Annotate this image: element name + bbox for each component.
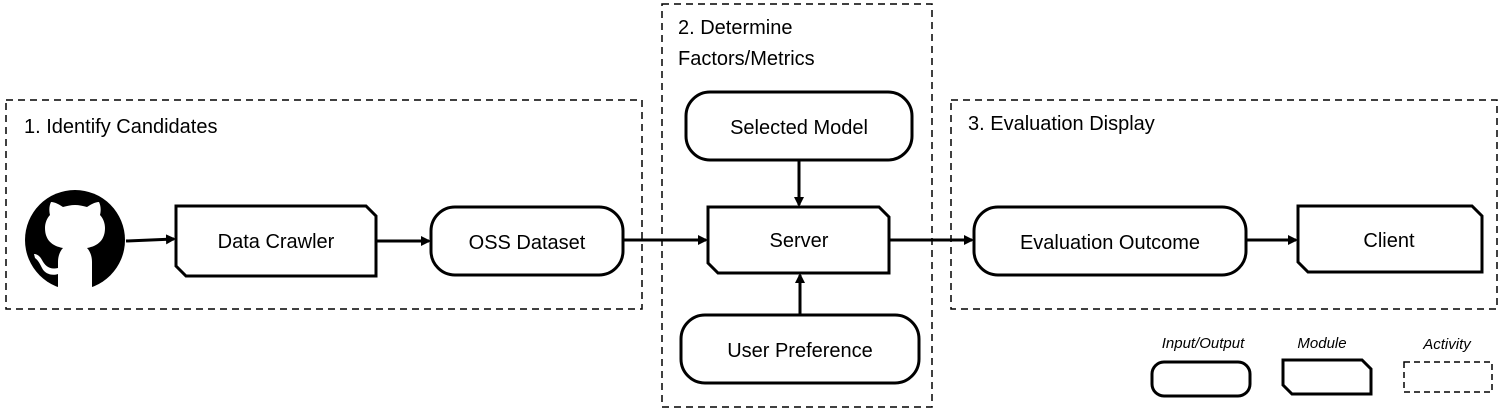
github-icon bbox=[25, 190, 125, 290]
legend: Input/Output Module Activity bbox=[1150, 335, 1493, 398]
activity-evaluation-display bbox=[950, 99, 1498, 310]
client-label: Client bbox=[1363, 230, 1415, 252]
module-client bbox=[1296, 204, 1484, 274]
legend-input-output-label: Input/Output bbox=[1162, 335, 1245, 352]
module-data-crawler bbox=[174, 204, 378, 278]
activity-determine-factors bbox=[661, 3, 933, 408]
module-server bbox=[706, 205, 891, 275]
legend-activity-shape bbox=[1403, 361, 1493, 393]
activity-determine-title-line1: 2. Determine bbox=[678, 17, 793, 39]
oss-dataset-label: OSS Dataset bbox=[469, 232, 586, 254]
legend-module-label: Module bbox=[1297, 335, 1346, 352]
activity-identify-title: 1. Identify Candidates bbox=[24, 116, 217, 138]
legend-module-shape bbox=[1281, 358, 1373, 396]
data-crawler-label: Data Crawler bbox=[218, 231, 335, 253]
activity-evaluation-title: 3. Evaluation Display bbox=[968, 113, 1155, 135]
legend-input-output-shape bbox=[1150, 360, 1252, 398]
evaluation-outcome-label: Evaluation Outcome bbox=[1020, 232, 1200, 254]
activity-determine-title-line2: Factors/Metrics bbox=[678, 48, 815, 70]
server-label: Server bbox=[770, 230, 829, 252]
activity-identify-candidates bbox=[5, 99, 643, 310]
selected-model-label: Selected Model bbox=[730, 117, 868, 139]
arrow-github-to-crawler bbox=[125, 234, 176, 245]
legend-activity-label: Activity bbox=[1422, 336, 1472, 353]
user-preference-label: User Preference bbox=[727, 340, 873, 362]
